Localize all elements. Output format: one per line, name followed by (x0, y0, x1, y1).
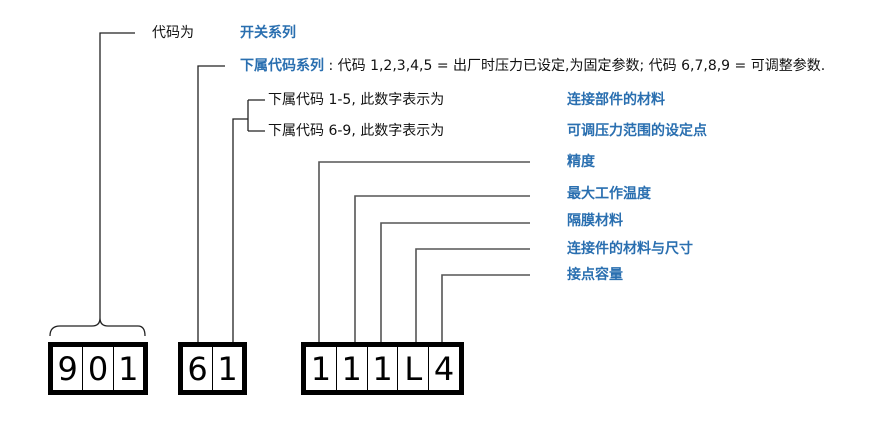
attr-line-5 (441, 274, 530, 342)
attr-line-2 (354, 195, 530, 342)
brace (49, 317, 146, 337)
attribute-max-temp: 最大工作温度 (567, 186, 651, 202)
code-group-attributes: 1 1 1 L 4 (301, 342, 464, 395)
code-digit: 4 (428, 347, 459, 390)
code-digit: 1 (366, 347, 398, 390)
sub-code-value-2: 可调压力范围的设定点 (567, 123, 707, 139)
attribute-accuracy: 精度 (567, 154, 595, 170)
sub-series-text: 下属代码系列 : 代码 1,2,3,4,5 = 出厂时压力已设定,为固定参数; … (240, 58, 825, 74)
code-digit: 1 (335, 347, 367, 390)
code-digit: 0 (82, 347, 112, 390)
code-digit: 1 (310, 349, 332, 388)
code-digit: 1 (212, 347, 242, 390)
sub-code-line (232, 99, 265, 342)
sub-series-label: 下属代码系列 (240, 58, 324, 74)
code-digit: 6 (187, 349, 208, 388)
code-digit: 9 (57, 349, 78, 388)
series-label: 代码为 (152, 25, 194, 41)
attribute-diaphragm: 隔膜材料 (567, 213, 623, 229)
attribute-contact-rating: 接点容量 (567, 267, 623, 283)
attr-line-1 (318, 161, 530, 342)
sub-code-value-1: 连接部件的材料 (567, 92, 665, 108)
code-group-series: 9 0 1 (48, 342, 148, 395)
code-digit: 1 (112, 347, 143, 390)
sub-series-line (197, 65, 225, 342)
code-digit: L (397, 347, 428, 390)
attr-line-4 (415, 248, 530, 342)
series-line (99, 32, 135, 318)
attribute-connection: 连接件的材料与尺寸 (567, 241, 693, 257)
series-value: 开关系列 (240, 25, 296, 41)
code-group-sub: 6 1 (178, 342, 247, 395)
sub-code-label-1: 下属代码 1-5, 此数字表示为 (268, 92, 445, 108)
attr-line-3 (380, 222, 530, 342)
sub-code-label-2: 下属代码 6-9, 此数字表示为 (268, 123, 445, 139)
sub-series-desc: : 代码 1,2,3,4,5 = 出厂时压力已设定,为固定参数; 代码 6,7,… (324, 58, 826, 74)
